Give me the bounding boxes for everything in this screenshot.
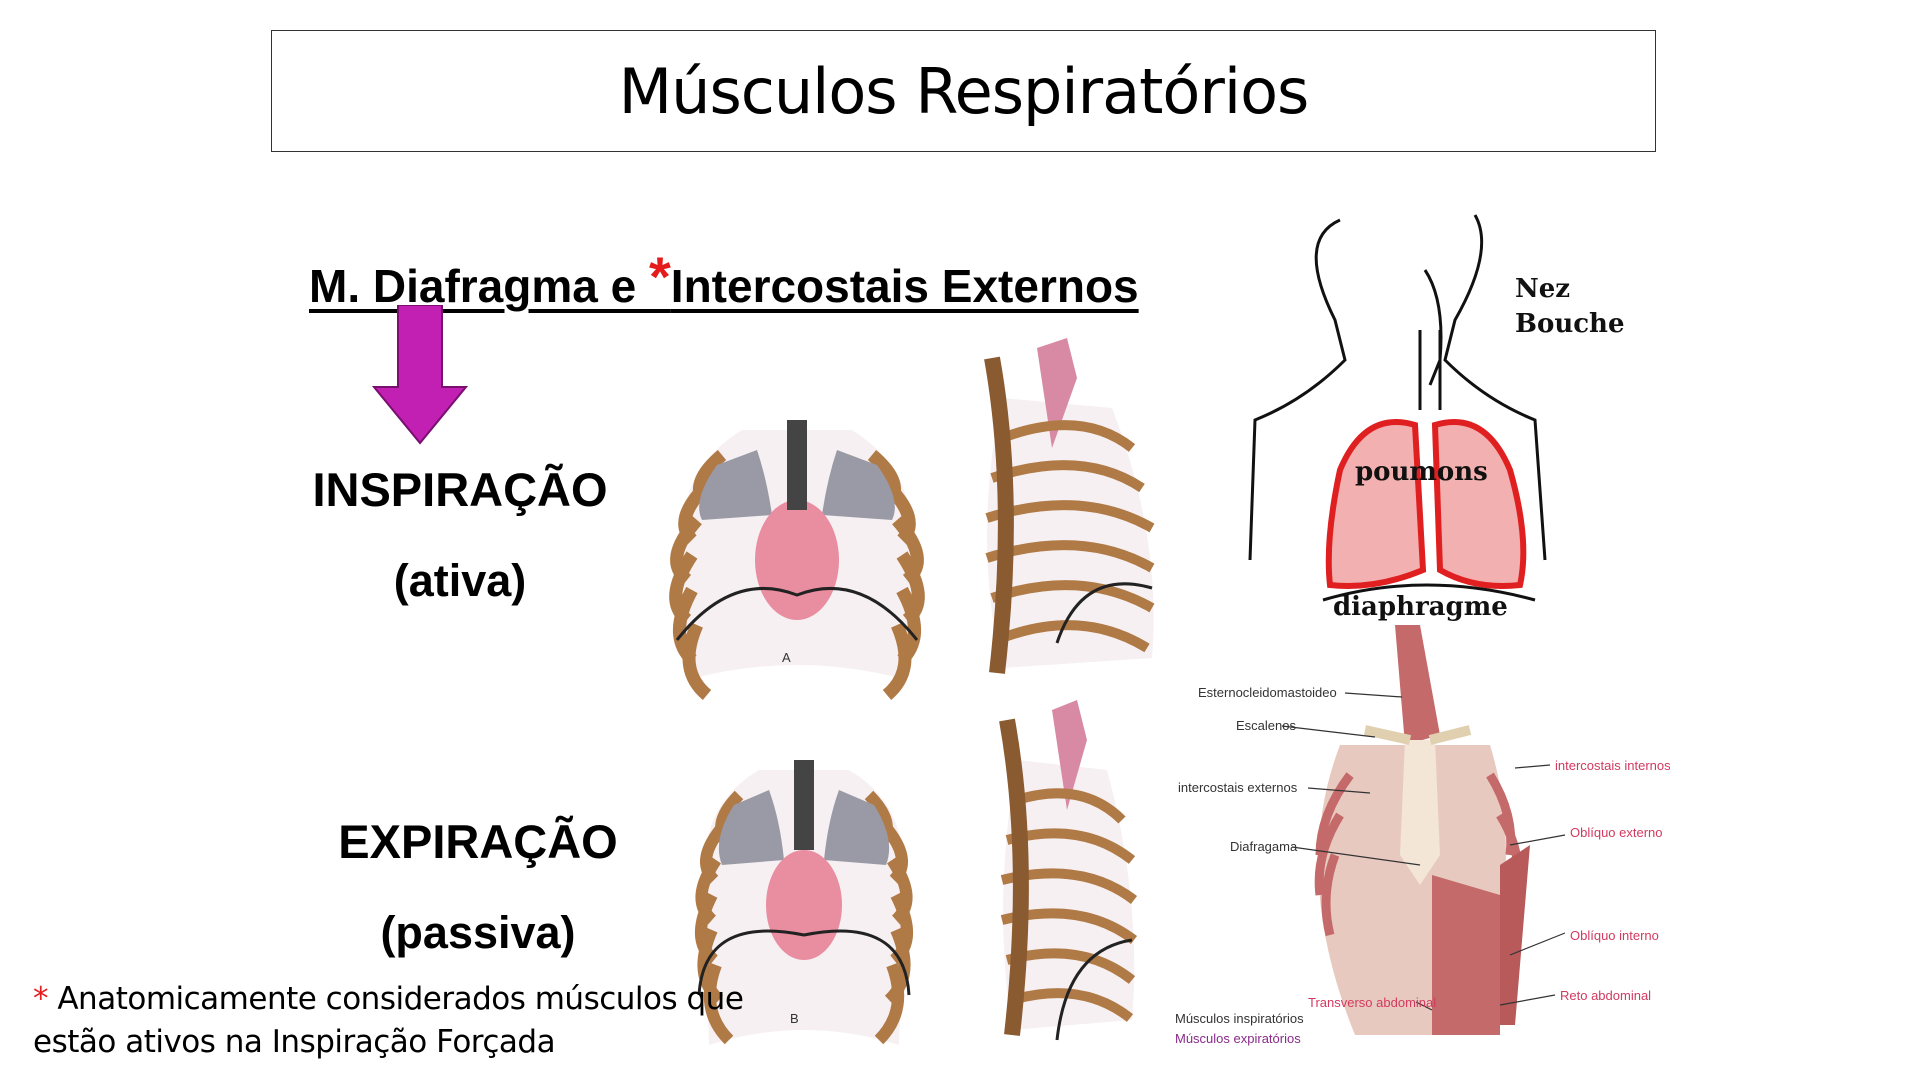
- ribcage-front-inspiration-figure: A: [669, 420, 925, 700]
- ribcage-lateral-expiration-figure: [999, 700, 1138, 1041]
- label-diafragama: Diafragama: [1230, 839, 1298, 854]
- label-transverso-abdominal: Transverso abdominal: [1308, 995, 1436, 1010]
- label-obliquo-interno: Oblíquo interno: [1570, 928, 1659, 943]
- lungs-diagram: Nez Bouche poumons diaphragme: [1248, 214, 1625, 622]
- footnote-text-1: Anatomicamente considerados músculos que: [48, 981, 744, 1017]
- subtitle-suffix: Intercostais Externos: [670, 260, 1139, 312]
- mouth-label: Bouche: [1515, 309, 1625, 339]
- subtitle-prefix: M. Diafragma e: [309, 260, 649, 312]
- expiration-label: EXPIRAÇÃO (passiva): [318, 814, 638, 959]
- ribcage-front-expiration-figure: B: [695, 760, 913, 1045]
- footnote-asterisk: *: [33, 981, 49, 1017]
- muscles-left-labels: Esternocleidomastoideo Escalenos interco…: [1178, 685, 1337, 854]
- subtitle-asterisk: *: [649, 245, 671, 308]
- inspiration-type: (ativa): [393, 555, 527, 606]
- label-intercostais-externos: intercostais externos: [1178, 780, 1298, 795]
- label-obliquo-externo: Oblíquo externo: [1570, 825, 1663, 840]
- inspiration-name: INSPIRAÇÃO: [312, 463, 608, 516]
- footnote-text-2: estão ativos na Inspiração Forçada: [33, 1024, 556, 1060]
- expiration-type: (passiva): [380, 907, 576, 958]
- down-arrow-icon: [372, 305, 468, 445]
- label-esternocleidomastoideo: Esternocleidomastoideo: [1198, 685, 1337, 700]
- diaphragm-label: diaphragme: [1333, 592, 1508, 622]
- footnote: * Anatomicamente considerados músculos q…: [33, 978, 744, 1064]
- slide-title: Músculos Respiratórios: [618, 54, 1310, 128]
- legend-inspiratory: Músculos inspiratórios: [1175, 1011, 1304, 1026]
- subtitle: M. Diafragma e *Intercostais Externos: [309, 244, 1139, 313]
- title-box: Músculos Respiratórios: [271, 30, 1656, 152]
- lungs-label: poumons: [1355, 457, 1488, 487]
- respiratory-muscles-diagram: Esternocleidomastoideo Escalenos interco…: [1175, 625, 1670, 1046]
- expiration-name: EXPIRAÇÃO: [338, 815, 618, 868]
- label-intercostais-internos: intercostais internos: [1555, 758, 1670, 773]
- legend-expiratory: Músculos expiratórios: [1175, 1031, 1301, 1046]
- footnote-line-1: * Anatomicamente considerados músculos q…: [33, 978, 744, 1021]
- thorax-label-b: B: [790, 1011, 799, 1026]
- label-reto-abdominal: Reto abdominal: [1560, 988, 1651, 1003]
- thorax-label-a: A: [782, 650, 791, 665]
- muscles-right-labels: intercostais internos Oblíquo externo Ob…: [1555, 758, 1670, 1003]
- inspiration-label: INSPIRAÇÃO (ativa): [305, 462, 615, 607]
- label-escalenos: Escalenos: [1236, 718, 1296, 733]
- ribcage-lateral-inspiration-figure: [984, 338, 1155, 674]
- nose-label: Nez: [1515, 274, 1570, 304]
